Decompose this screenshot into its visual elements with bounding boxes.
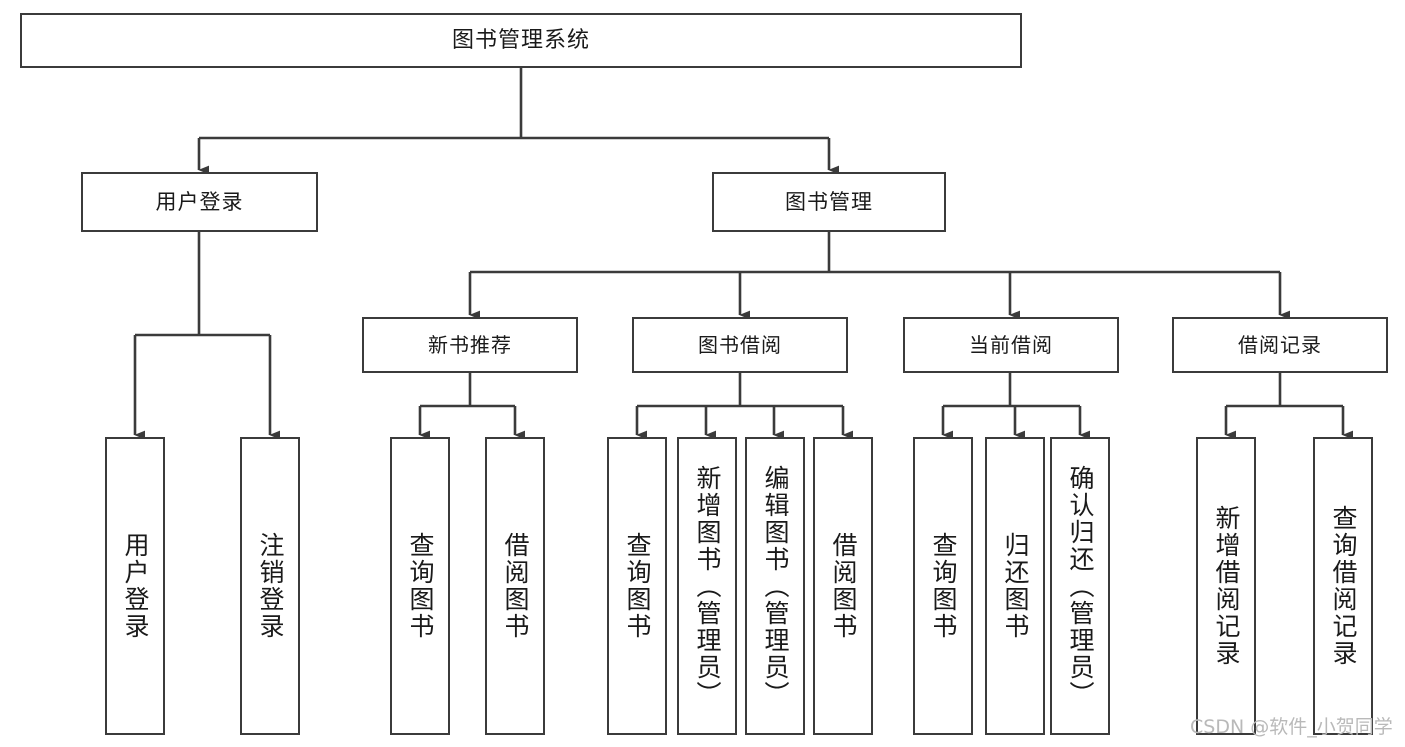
node-user-login[interactable]: 用户登录 xyxy=(81,172,318,232)
node-book-borrow[interactable]: 图书借阅 xyxy=(632,317,848,373)
leaf-new-book-query[interactable]: 查询图书 xyxy=(390,437,450,735)
node-root-book-management-system[interactable]: 图书管理系统 xyxy=(20,13,1022,68)
node-current-borrow[interactable]: 当前借阅 xyxy=(903,317,1119,373)
node-new-book-recommend[interactable]: 新书推荐 xyxy=(362,317,578,373)
leaf-borrow-record-add[interactable]: 新增借阅记录 xyxy=(1196,437,1256,735)
leaf-book-borrow-borrow[interactable]: 借阅图书 xyxy=(813,437,873,735)
node-label: 图书管理系统 xyxy=(451,27,590,53)
leaf-label: 归还图书 xyxy=(1001,532,1030,640)
leaf-label: 借阅图书 xyxy=(829,532,858,640)
leaf-new-book-borrow[interactable]: 借阅图书 xyxy=(485,437,545,735)
node-label: 当前借阅 xyxy=(969,332,1053,357)
leaf-current-borrow-confirm-return[interactable]: 确认归还（管理员） xyxy=(1050,437,1110,735)
leaf-label: 查询图书 xyxy=(929,532,958,640)
node-label: 图书管理 xyxy=(785,189,873,214)
leaf-label: 新增图书（管理员） xyxy=(693,464,722,708)
node-label: 用户登录 xyxy=(155,189,244,214)
leaf-label: 查询图书 xyxy=(623,532,652,640)
node-borrow-record[interactable]: 借阅记录 xyxy=(1172,317,1388,373)
node-label: 借阅记录 xyxy=(1238,332,1322,357)
watermark-text: CSDN @软件_小贺同学 xyxy=(1190,716,1393,738)
leaf-user-login-logout[interactable]: 注销登录 xyxy=(240,437,300,735)
leaf-label: 借阅图书 xyxy=(501,532,530,640)
leaf-book-borrow-query[interactable]: 查询图书 xyxy=(607,437,667,735)
leaf-book-borrow-edit[interactable]: 编辑图书（管理员） xyxy=(745,437,805,735)
node-book-management[interactable]: 图书管理 xyxy=(712,172,946,232)
leaf-label: 新增借阅记录 xyxy=(1212,505,1241,667)
leaf-label: 编辑图书（管理员） xyxy=(761,464,790,708)
leaf-label: 确认归还（管理员） xyxy=(1066,464,1095,708)
leaf-user-login-login[interactable]: 用户登录 xyxy=(105,437,165,735)
leaf-label: 用户登录 xyxy=(121,532,150,640)
leaf-label: 查询图书 xyxy=(406,532,435,640)
leaf-current-borrow-return[interactable]: 归还图书 xyxy=(985,437,1045,735)
leaf-current-borrow-query[interactable]: 查询图书 xyxy=(913,437,973,735)
leaf-borrow-record-query[interactable]: 查询借阅记录 xyxy=(1313,437,1373,735)
node-label: 图书借阅 xyxy=(698,332,782,357)
leaf-label: 查询借阅记录 xyxy=(1329,505,1358,667)
leaf-book-borrow-add[interactable]: 新增图书（管理员） xyxy=(677,437,737,735)
leaf-label: 注销登录 xyxy=(256,532,285,640)
node-label: 新书推荐 xyxy=(428,332,512,357)
